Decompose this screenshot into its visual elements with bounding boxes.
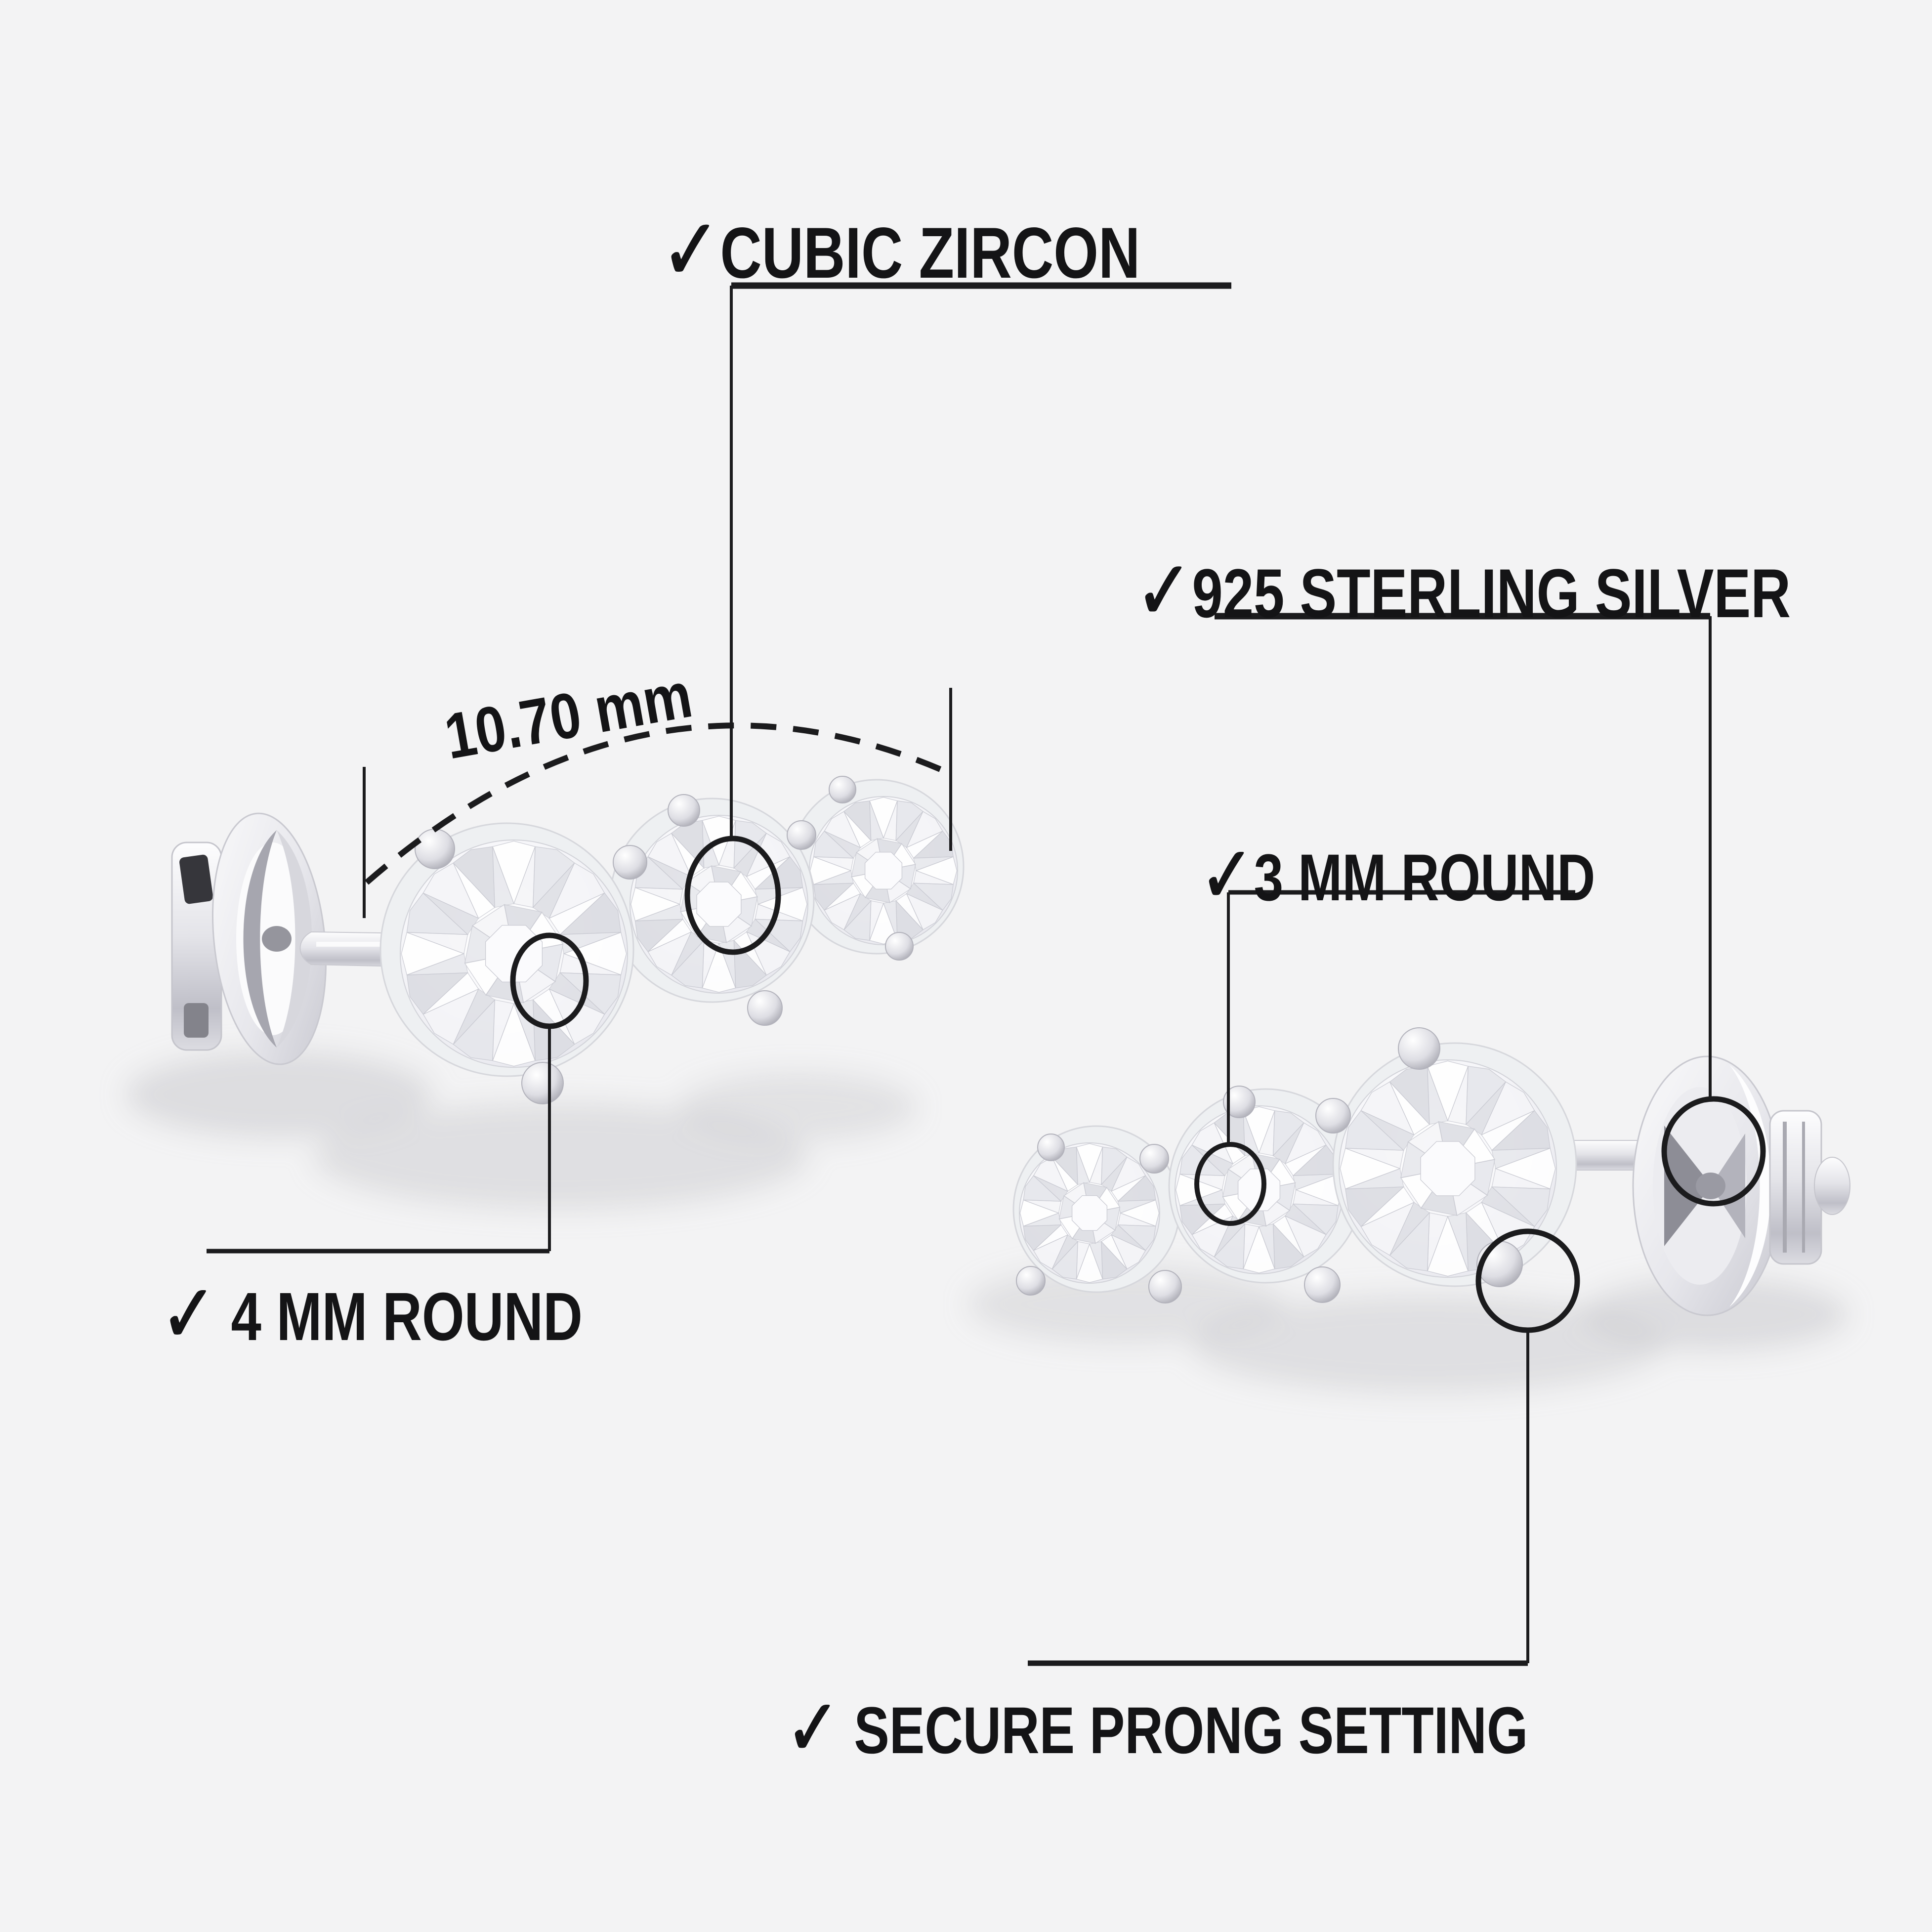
- three-mm-leader: [1194, 890, 1575, 1226]
- prong-ball: [613, 845, 647, 880]
- clutch-slot-lower: [184, 1003, 209, 1038]
- callout-circle: [1475, 1228, 1580, 1333]
- prong-ball: [787, 820, 816, 850]
- left-prong-balls: [415, 776, 914, 1104]
- check-icon: ✓: [1135, 544, 1192, 638]
- butterfly-rim-highlight: [1729, 1065, 1771, 1307]
- sterling-silver-text: 925 STERLING SILVER: [1192, 554, 1791, 632]
- butterfly-spring: [1711, 1134, 1745, 1238]
- prong-ball: [1016, 1266, 1046, 1296]
- four-mm-round-label: ✓4 MM ROUND: [161, 1270, 688, 1355]
- callout-circle: [1194, 1142, 1266, 1226]
- prong-ball: [1398, 1027, 1440, 1070]
- prong-ball: [1304, 1266, 1341, 1303]
- prong-ball: [1037, 1134, 1065, 1161]
- check-icon: ✓: [161, 1267, 216, 1361]
- butterfly-hole: [262, 926, 292, 952]
- secure-prong-setting-label: ✓SECURE PRONG SETTING: [786, 1685, 1714, 1768]
- ground-shadows: [126, 1051, 1848, 1393]
- check-icon: ✓: [786, 1682, 840, 1773]
- prong-ball: [829, 776, 856, 803]
- clutch-slot: [179, 854, 213, 904]
- right-prong-balls: [1016, 1027, 1523, 1303]
- shadow-left-small: [679, 1072, 917, 1141]
- four-mm-round-text: 4 MM ROUND: [231, 1279, 583, 1355]
- prong-ball: [1139, 1144, 1169, 1174]
- three-mm-round-label: ✓3 MM ROUND: [1200, 832, 1694, 915]
- check-icon: ✓: [1200, 829, 1254, 920]
- prong-ball: [1223, 1086, 1256, 1118]
- butterfly-wing-curl: [243, 830, 277, 1048]
- prong-ball: [1148, 1270, 1182, 1303]
- prong-ball: [521, 1062, 564, 1104]
- butterfly-hole: [1696, 1173, 1725, 1199]
- sterling-silver-label: ✓925 STERLING SILVER: [1135, 546, 1932, 633]
- butterfly-wing-curl: [277, 830, 312, 1048]
- cubic-zircon-text: CUBIC ZIRCON: [720, 212, 1140, 293]
- right-butterfly-back: [1632, 1055, 1782, 1316]
- prong-ball: [747, 990, 783, 1026]
- left-butterfly-back: [211, 812, 327, 1065]
- callout-circle: [1661, 1096, 1766, 1207]
- prong-ball: [1315, 1098, 1351, 1134]
- measurement-arc: [365, 722, 952, 885]
- right-stone-medium: [1168, 1088, 1364, 1284]
- sterling-silver-leader: [1215, 613, 1766, 1207]
- cubic-zircon-leader: [684, 282, 1231, 955]
- measurement-annotation: [363, 688, 952, 918]
- check-icon: ✓: [661, 201, 720, 299]
- shadow-left-back: [126, 1051, 432, 1138]
- left-stone-small: [789, 779, 965, 955]
- prong-ball: [415, 829, 455, 869]
- clutch-dome: [1814, 1157, 1850, 1215]
- prong-ball: [668, 794, 700, 827]
- four-mm-leader: [207, 932, 589, 1254]
- right-stone-small: [1012, 1125, 1180, 1293]
- shadow-right-stones: [1191, 1295, 1665, 1393]
- right-stone-large: [1332, 1042, 1577, 1287]
- right-clutch: [1769, 1110, 1850, 1265]
- secure-prong-setting-text: SECURE PRONG SETTING: [854, 1694, 1528, 1767]
- cubic-zircon-label: ✓CUBIC ZIRCON: [661, 204, 1260, 294]
- right-earring-illustration: [1012, 1027, 1850, 1316]
- secure-prong-leader: [1028, 1228, 1580, 1666]
- butterfly-spring: [1664, 1126, 1712, 1246]
- three-mm-round-text: 3 MM ROUND: [1254, 841, 1596, 915]
- callout-circle: [684, 836, 781, 955]
- shadow-left-stones: [314, 1103, 808, 1210]
- left-stone-large: [379, 822, 634, 1077]
- prong-ball: [885, 932, 914, 961]
- left-stone-medium: [609, 798, 815, 1003]
- shadow-right-small: [968, 1265, 1285, 1344]
- left-clutch: [171, 841, 222, 1051]
